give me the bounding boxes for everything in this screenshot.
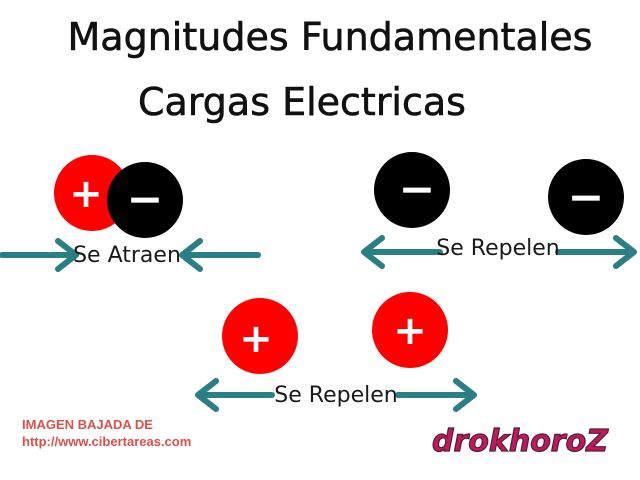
negative-sign: − <box>127 174 164 225</box>
repel-negative-arrow-left-head <box>361 235 385 269</box>
repel-negative-label: Se Repelen <box>436 236 559 261</box>
negative-charge-left <box>374 152 450 228</box>
repel-positive-arrow-left-head <box>195 378 219 412</box>
title-line-1: Magnitudes Fundamentales <box>68 15 593 59</box>
repel-negative-group: − − Se Repelen <box>361 152 637 269</box>
repel-positive-group: + + Se Repelen <box>195 292 477 412</box>
attract-group: + − Se Atraen <box>0 155 261 272</box>
title-line-2: Cargas Electricas <box>138 80 466 124</box>
positive-sign-right: + <box>393 308 427 354</box>
repel-negative-arrow-right-head <box>613 235 637 269</box>
positive-charge-right <box>372 292 448 368</box>
positive-charge-left <box>222 298 298 374</box>
negative-sign-left: − <box>399 164 436 215</box>
attract-label: Se Atraen <box>73 243 181 268</box>
attract-arrow-right-head <box>179 238 203 272</box>
negative-charge-right <box>548 159 624 235</box>
negative-sign-right: − <box>568 172 605 223</box>
brand-logo: drokhoroZ <box>432 424 609 459</box>
footer-line-1: IMAGEN BAJADA DE <box>22 417 153 432</box>
negative-charge <box>107 162 183 238</box>
repel-positive-label: Se Repelen <box>274 383 397 408</box>
positive-sign-left: + <box>239 316 273 362</box>
repel-positive-arrow-right-head <box>453 378 477 412</box>
footer-link[interactable]: http://www.cibertareas.com <box>22 434 191 449</box>
attract-arrow-left-head <box>55 238 79 272</box>
positive-sign: + <box>69 171 103 217</box>
